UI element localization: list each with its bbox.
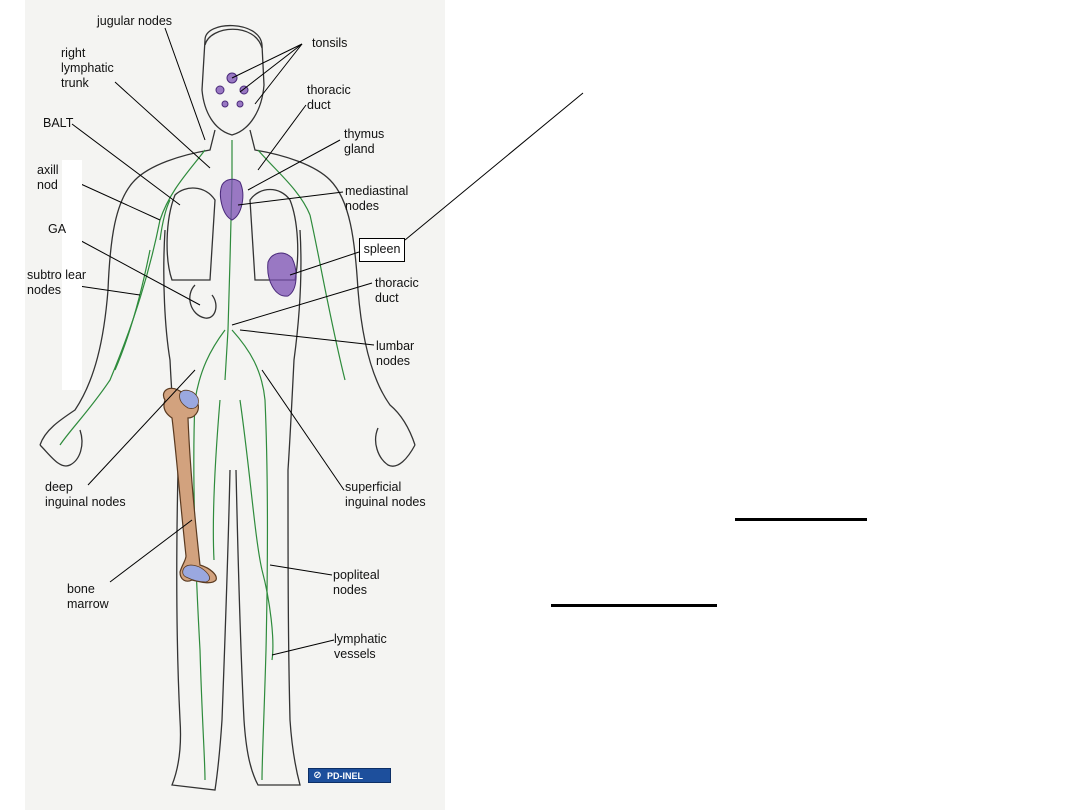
bone-marrow-end xyxy=(182,564,210,583)
label-thymus-gland: thymus gland xyxy=(344,127,385,156)
diagram-panel xyxy=(25,0,445,810)
tonsil-dot xyxy=(215,85,225,95)
label-deep-inguinal-nodes: deep inguinal nodes xyxy=(45,480,126,509)
public-domain-icon: ⊘ xyxy=(313,770,322,781)
license-badge-label: PD-INEL xyxy=(327,770,363,781)
license-badge[interactable]: ⊘ PD-INEL xyxy=(308,768,391,783)
label-bone-marrow: bone marrow xyxy=(67,582,109,611)
tonsil-dot xyxy=(239,85,249,95)
answer-blank-line-2 xyxy=(551,604,717,607)
label-jugular-nodes: jugular nodes xyxy=(97,14,173,28)
tonsil-dot xyxy=(236,100,244,108)
occlusion-strip xyxy=(62,160,82,390)
label-spleen: spleen xyxy=(359,238,405,262)
thymus-gland-shape xyxy=(219,178,244,221)
femur-bone xyxy=(162,387,217,584)
label-thoracic-duct-lower: thoracic duct xyxy=(375,276,419,305)
label-lumbar-nodes: lumbar nodes xyxy=(376,339,415,368)
tonsil-dot xyxy=(221,100,229,108)
bone-marrow-head xyxy=(179,389,199,409)
label-right-lymphatic-trunk: right lymphatic trunk xyxy=(61,46,114,90)
label-galt: GA xyxy=(48,222,67,236)
label-tonsils: tonsils xyxy=(312,36,348,50)
leader-lines xyxy=(71,27,584,656)
lymphoid-organs xyxy=(215,72,297,297)
label-balt: BALT xyxy=(43,116,74,130)
lymphatic-vessels xyxy=(59,140,346,781)
label-popliteal-nodes: popliteal nodes xyxy=(333,568,380,597)
label-lymphatic-vessels: lymphatic vessels xyxy=(334,632,387,661)
label-mediastinal-nodes: mediastinal nodes xyxy=(345,184,409,213)
answer-blank-line-1 xyxy=(735,518,867,521)
label-subtrochlear-nodes: subtro lear nodes xyxy=(27,268,87,297)
label-axillary-nodes: axill nod xyxy=(37,163,59,192)
label-thoracic-duct-upper: thoracic duct xyxy=(307,83,351,112)
label-superficial-inguinal-nodes: superficial inguinal nodes xyxy=(345,480,426,509)
spleen-shape xyxy=(267,252,297,297)
